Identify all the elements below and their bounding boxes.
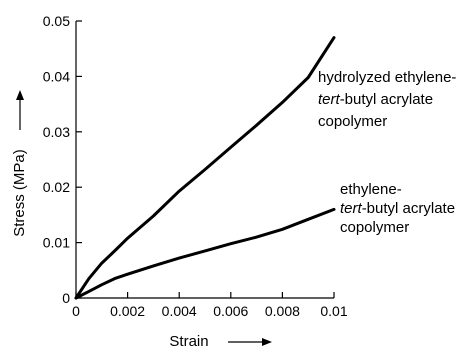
series-label-line: tert-butyl acrylate [340, 200, 455, 217]
label-text: copolymer [318, 113, 387, 130]
series-label-line: tert-butyl acrylate [318, 91, 433, 108]
x-tick-label: 0.006 [213, 303, 248, 319]
x-tick-label: 0 [72, 303, 80, 319]
x-axis-title: Strain [169, 333, 208, 350]
x-tick-label: 0.002 [110, 303, 145, 319]
series-label-line: ethylene- [340, 181, 402, 198]
label-text: ethylene- [340, 181, 402, 198]
x-axis-arrowhead-icon [262, 338, 272, 346]
series-label-1: hydrolyzed ethylene-tert-butyl acrylate c… [318, 69, 456, 130]
label-text: -butyl acrylate [340, 91, 433, 108]
y-tick-label: 0.03 [43, 124, 70, 140]
x-tick-label: 0.004 [162, 303, 197, 319]
series-label-2: ethylene-tert-butyl acrylate copolymer [340, 181, 455, 236]
series-label-line: copolymer [340, 219, 409, 236]
x-tick-label: 0.01 [320, 303, 347, 319]
y-axis-title: Stress (MPa) [11, 149, 28, 237]
label-text: -butyl acrylate [362, 200, 455, 217]
y-tick-label: 0.05 [43, 13, 70, 29]
axis-titles: Strain Stress (MPa) [11, 90, 272, 350]
ticks: 0 0.002 0.004 0.006 0.008 0.01 0 0.01 0.02 0.03 0.… [43, 13, 348, 319]
y-tick-label: 0 [62, 290, 70, 306]
italic-text: tert [340, 200, 363, 217]
series-label-line: hydrolyzed ethylene- [318, 69, 456, 86]
y-axis-arrowhead-icon [16, 90, 24, 100]
italic-text: tert [318, 91, 341, 108]
axes [75, 21, 334, 299]
x-tick-label: 0.008 [265, 303, 300, 319]
y-tick-label: 0.04 [43, 68, 70, 84]
y-tick-label: 0.01 [43, 235, 70, 251]
label-text: hydrolyzed ethylene- [318, 69, 456, 86]
series-label-line: copolymer [318, 113, 387, 130]
axis-lines [75, 21, 334, 299]
series-line-2 [74, 207, 336, 300]
label-text: copolymer [340, 219, 409, 236]
y-tick-label: 0.02 [43, 179, 70, 195]
series-group [74, 36, 336, 300]
series-line-1 [74, 36, 336, 300]
annotations: hydrolyzed ethylene-tert-butyl acrylatec… [318, 69, 456, 236]
